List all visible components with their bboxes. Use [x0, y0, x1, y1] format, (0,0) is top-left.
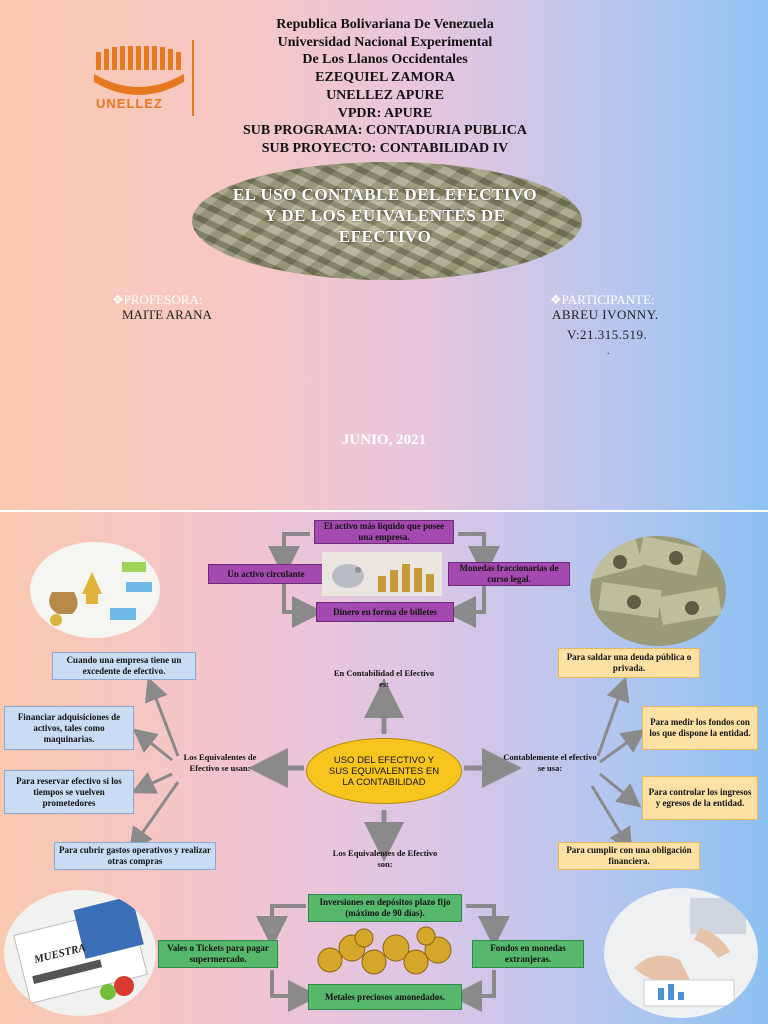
right-item-controlar: Para controlar los ingresos y egresos de… — [642, 776, 758, 820]
left-item-reservar: Para reservar efectivo si los tiempos se… — [4, 770, 134, 814]
top-heading: En Contabilidad el Efectivo es: — [333, 668, 435, 689]
money-background-image — [192, 162, 582, 280]
finance-icons-image — [30, 542, 160, 638]
logo-text: UNELLEZ — [96, 96, 163, 111]
connector-arrows — [129, 532, 646, 1012]
header-line: SUB PROGRAMA: CONTADURIA PUBLICA — [242, 123, 528, 139]
header-line: Universidad Nacional Experimental — [277, 34, 493, 50]
right-item-medir-fondos: Para medir los fondos con los que dispon… — [642, 706, 758, 750]
left-heading: Los Equivalentes de Efectivo se usan: — [183, 752, 257, 773]
banknotes-image — [590, 536, 726, 646]
left-item-financiar: Financiar adquisiciones de activos, tale… — [4, 706, 134, 750]
right-heading: Contablemente el efectivo se usa: — [503, 752, 597, 773]
top-item-activo-circulante: Un activo circulante — [208, 564, 324, 584]
gold-coins-image — [317, 926, 452, 975]
left-item-gastos: Para cubrir gastos operativos y realizar… — [54, 842, 216, 870]
document-title: EL USO CONTABLE DEL EFECTIVO Y DE LOS EU… — [232, 185, 538, 246]
bottom-item-vales: Vales o Tickets para pagar supermercado. — [158, 940, 278, 968]
profesora-name: MAITE ARANA — [122, 307, 212, 322]
top-item-billetes: Dinero en forma de billetes — [316, 602, 454, 622]
header-line: Republica Bolivariana De Venezuela — [276, 17, 494, 32]
unellez-logo — [94, 46, 184, 95]
left-item-excedente: Cuando una empresa tiene un excedente de… — [52, 652, 196, 680]
participante-id: V:21.315.519. — [567, 327, 648, 342]
supermarket-tickets-image: MUESTRA — [4, 890, 156, 1016]
header-line: UNELLEZ APURE — [326, 87, 444, 103]
bottom-item-inversiones: Inversiones en depósitos plazo fijo (máx… — [308, 894, 462, 922]
cover-page: UNELLEZ Republica Bolivariana De Venezue… — [0, 0, 768, 510]
participante-dot: . — [607, 346, 610, 357]
piggy-bank-coins-image — [322, 552, 442, 596]
bottom-item-metales: Metales preciosos amonedados. — [308, 984, 462, 1010]
central-topic: USO DEL EFECTIVO Y SUS EQUIVALENTES EN L… — [306, 738, 462, 804]
participante-label: ❖PARTICIPANTE: — [550, 292, 655, 307]
header-line: De Los Llanos Occidentales — [302, 52, 468, 68]
participante-name: ABREU IVONNY. — [552, 307, 659, 322]
concept-map-page: USO DEL EFECTIVO Y SUS EQUIVALENTES EN L… — [0, 512, 768, 1024]
document-date: JUNIO, 2021 — [341, 432, 427, 448]
right-item-obligacion: Para cumplir con una obligación financie… — [558, 842, 700, 870]
bottom-heading: Los Equivalentes de Efectivo son: — [332, 848, 438, 869]
header-line: SUB PROYECTO: CONTABILIDAD IV — [261, 140, 509, 156]
institution-header: Republica Bolivariana De Venezuela Unive… — [190, 16, 580, 158]
right-item-saldar-deuda: Para saldar una deuda pública o privada. — [558, 648, 700, 678]
header-line: VPDR: APURE — [337, 105, 433, 121]
top-item-activo-liquido: El activo más líquido que posee una empr… — [314, 520, 454, 544]
bottom-item-monedas-extranjeras: Fondos en monedas extranjeras. — [472, 940, 584, 968]
logo-divider — [192, 40, 194, 116]
header-line: EZEQUIEL ZAMORA — [315, 70, 455, 86]
top-item-monedas: Monedas fraccionarias de curso legal. — [448, 562, 570, 586]
accounting-hands-image — [604, 888, 758, 1018]
profesora-label: ❖PROFESORA: — [112, 292, 203, 307]
